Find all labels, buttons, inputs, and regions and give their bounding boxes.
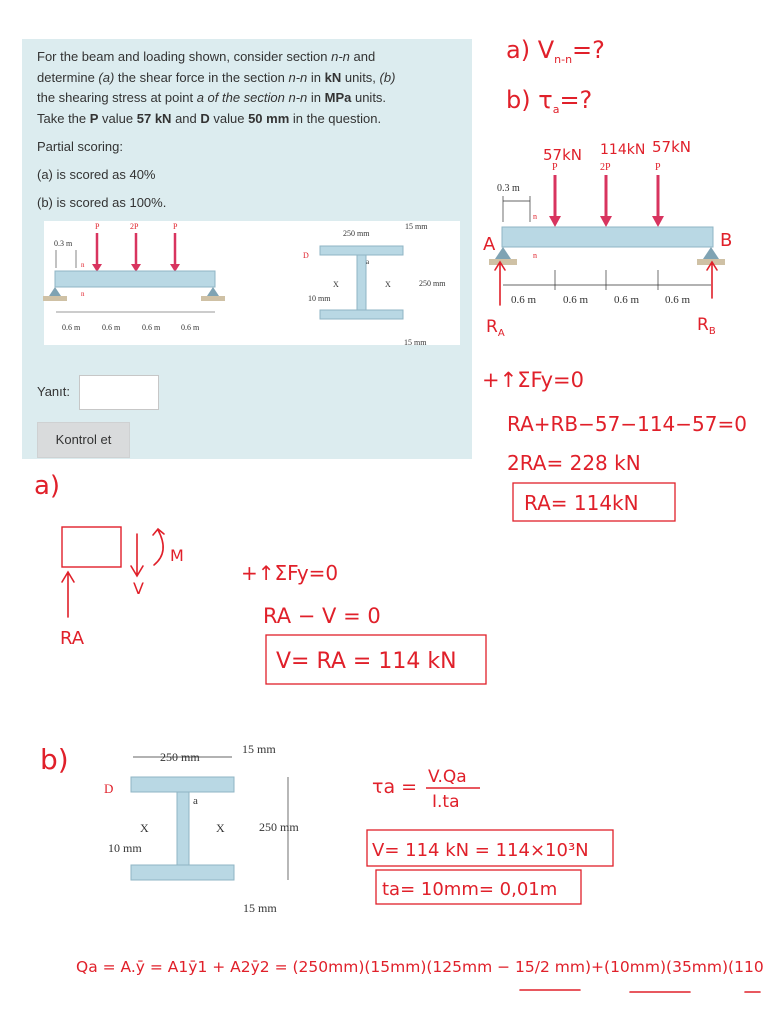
svg-text:RA= 114kN: RA= 114kN (524, 491, 639, 515)
flange-thk-label: 15 mm (404, 338, 427, 347)
svg-text:RA+RB−57−114−57=0: RA+RB−57−114−57=0 (507, 412, 747, 436)
handwritten-header: a) Vn-n=? b) τa=? (506, 36, 605, 116)
svg-text:0.6 m: 0.6 m (614, 294, 640, 306)
svg-text:V= RA = 114 kN: V= RA = 114 kN (276, 649, 457, 674)
partial-scoring-label: Partial scoring: (37, 139, 123, 154)
d-label: D (303, 251, 309, 260)
answer-label: Yanıt: (37, 384, 71, 399)
svg-text:RA: RA (486, 317, 505, 339)
load-2p-label: 2P (130, 222, 139, 231)
svg-text:n: n (533, 212, 537, 221)
check-button[interactable]: Kontrol et (37, 422, 130, 458)
svg-text:V: V (133, 579, 144, 598)
spacing-label: 0.6 m (181, 323, 200, 332)
load1-label: 57kN (543, 146, 582, 164)
answer-input[interactable] (79, 375, 159, 410)
svg-text:M: M (170, 546, 184, 565)
load3-label: 57kN (652, 138, 691, 156)
scoring-b: (b) is scored as 100%. (37, 195, 167, 210)
svg-text:V= 114 kN = 114×10³N: V= 114 kN = 114×10³N (372, 840, 589, 861)
load-p-label: P (173, 222, 178, 231)
svg-text:a): a) (34, 471, 60, 501)
spacing-label: 0.6 m (142, 323, 161, 332)
svg-text:250 mm: 250 mm (259, 820, 299, 834)
svg-text:P: P (655, 162, 661, 173)
svg-text:a: a (193, 795, 198, 807)
svg-text:RA: RA (60, 628, 85, 649)
svg-text:X: X (216, 821, 225, 835)
svg-text:10 mm: 10 mm (108, 841, 142, 855)
question-text: For the beam and loading shown, consider… (37, 49, 396, 126)
svg-text:RB: RB (697, 315, 716, 337)
point-a-hw: A (483, 234, 496, 255)
beam-figure-small: P 2P P 0.3 m n n 0.6 m 0.6 m 0.6 m 0.6 m… (43, 221, 460, 347)
web-thk-label: 10 mm (308, 294, 331, 303)
svg-text:D: D (104, 781, 113, 796)
part-b-notes: b) 250 mm 15 mm D a X X 10 mm 250 mm 15 … (40, 741, 768, 993)
svg-text:P: P (552, 162, 558, 173)
svg-text:ta= 10mm= 0,01m: ta= 10mm= 0,01m (382, 879, 557, 900)
svg-text:15 mm: 15 mm (243, 901, 277, 915)
svg-text:V.Qa: V.Qa (428, 767, 467, 787)
svg-text:0.3 m: 0.3 m (497, 183, 520, 194)
dist-label: 0.3 m (54, 239, 73, 248)
svg-text:0.6 m: 0.6 m (665, 294, 691, 306)
svg-text:b): b) (40, 743, 69, 776)
flange-thk-label: 15 mm (405, 222, 428, 231)
svg-text:0.6 m: 0.6 m (511, 294, 537, 306)
load2-label: 114kN (600, 142, 645, 158)
scoring-a: (a) is scored as 40% (37, 167, 156, 182)
svg-text:2RA= 228 kN: 2RA= 228 kN (507, 451, 641, 475)
svg-text:b) τa=?: b) τa=? (506, 86, 592, 116)
axis-x-label: X (385, 280, 391, 289)
part-a-notes: a) RA M V +↑ΣFy=0 RA − V = 0 V= RA = 114… (34, 471, 487, 685)
q-equation: Qa = A.ȳ = A1ȳ1 + A2ȳ2 = (250mm)(15mm)(1… (76, 958, 768, 976)
svg-text:a) Vn-n=?: a) Vn-n=? (506, 36, 605, 66)
svg-text:I.ta: I.ta (432, 792, 460, 812)
height-label: 250 mm (419, 279, 446, 288)
flange-width-label: 250 mm (343, 229, 370, 238)
section-label: n (81, 290, 85, 298)
svg-text:+↑ΣFy=0: +↑ΣFy=0 (482, 368, 584, 392)
svg-text:τa =: τa = (372, 776, 417, 798)
svg-text:RA − V = 0: RA − V = 0 (263, 604, 381, 628)
axis-x-label: X (333, 280, 339, 289)
spacing-label: 0.6 m (62, 323, 81, 332)
beam-figure-large: 57kN 114kN 57kN P 2P P 0.3 m n n 0.6 m 0… (483, 138, 732, 339)
point-b-hw: B (720, 230, 732, 251)
point-a-label: a (366, 258, 370, 266)
svg-text:+↑ΣFy=0: +↑ΣFy=0 (241, 561, 338, 585)
svg-text:15 mm: 15 mm (242, 742, 276, 756)
section-label: n (81, 261, 85, 269)
svg-text:0.6 m: 0.6 m (563, 294, 589, 306)
svg-text:2P: 2P (600, 162, 611, 173)
svg-text:n: n (533, 251, 537, 260)
load-p-label: P (95, 222, 100, 231)
spacing-label: 0.6 m (102, 323, 121, 332)
svg-text:X: X (140, 821, 149, 835)
equilibrium-notes: +↑ΣFy=0 RA+RB−57−114−57=0 2RA= 228 kN RA… (482, 368, 747, 522)
